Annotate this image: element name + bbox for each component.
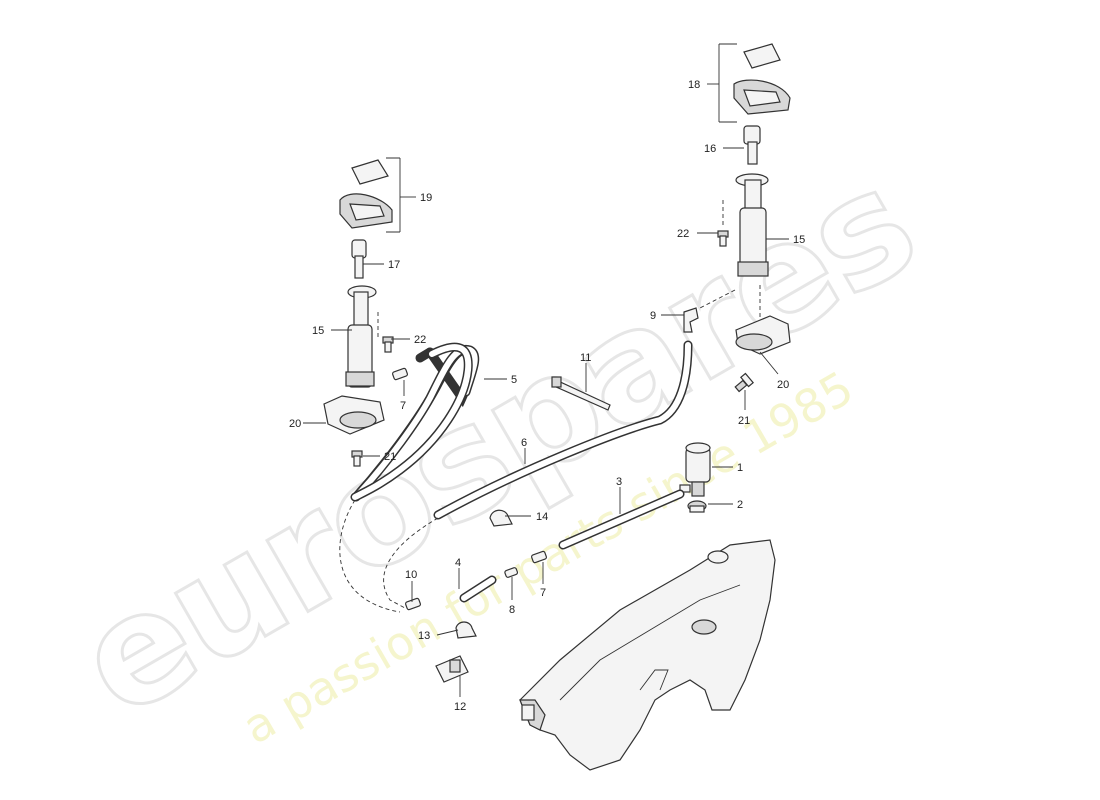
svg-text:eurospares: eurospares xyxy=(51,136,942,751)
bracket-20-right xyxy=(735,315,791,355)
callout-2: 2 xyxy=(737,499,743,511)
callout-17: 17 xyxy=(388,259,400,271)
callout-7-right: 7 xyxy=(540,587,546,599)
callout-1: 1 xyxy=(737,462,743,474)
nozzle-jet-16 xyxy=(743,125,761,165)
callout-10: 10 xyxy=(405,569,417,581)
screw-21-right xyxy=(734,372,755,393)
nozzle-jet-17 xyxy=(351,239,367,279)
hose-3 xyxy=(558,489,685,550)
leader-lines xyxy=(303,43,789,697)
hose-6 xyxy=(433,340,693,520)
callout-13: 13 xyxy=(418,630,430,642)
watermark-logo: eurospares xyxy=(50,135,944,753)
callout-8: 8 xyxy=(509,604,515,616)
screw-22-right xyxy=(717,230,729,247)
washer-reservoir xyxy=(519,539,776,771)
callout-20-right: 20 xyxy=(777,379,789,391)
pump-grommet xyxy=(687,500,707,513)
telescope-cylinder-left xyxy=(345,285,377,388)
callout-22-left: 22 xyxy=(414,334,426,346)
callout-12: 12 xyxy=(454,701,466,713)
telescope-cylinder-right xyxy=(735,173,769,277)
callout-20-left: 20 xyxy=(289,418,301,430)
callout-7-left: 7 xyxy=(400,400,406,412)
connector-9 xyxy=(683,307,699,333)
callout-16: 16 xyxy=(704,143,716,155)
callout-6: 6 xyxy=(521,437,527,449)
callout-4: 4 xyxy=(455,557,461,569)
callout-3: 3 xyxy=(616,476,622,488)
connector-8 xyxy=(504,567,519,578)
callout-21-right: 21 xyxy=(738,415,750,427)
clip-14 xyxy=(489,509,513,527)
callout-labels: 1 2 3 4 5 6 7 7 8 9 10 11 12 13 14 15 15… xyxy=(289,79,805,713)
callout-11: 11 xyxy=(580,352,591,364)
connector-7-left xyxy=(392,367,408,381)
callout-19: 19 xyxy=(420,192,432,204)
clip-13 xyxy=(455,621,477,639)
hose-4 xyxy=(459,575,497,603)
callout-5: 5 xyxy=(511,374,517,386)
bracket-12 xyxy=(435,655,469,683)
bracket-20-left xyxy=(323,395,385,435)
nozzle-cover-right xyxy=(733,43,791,115)
screw-22-left xyxy=(382,336,394,353)
callout-22-right: 22 xyxy=(677,228,689,240)
callout-21-left: 21 xyxy=(384,451,396,463)
callout-15-right: 15 xyxy=(793,234,805,246)
connector-7-right xyxy=(531,550,547,564)
cable-tie-11 xyxy=(551,376,611,411)
callout-14: 14 xyxy=(536,511,548,523)
callout-15-left: 15 xyxy=(312,325,324,337)
washer-pump xyxy=(679,442,711,497)
screw-21-left xyxy=(351,450,363,467)
callout-9: 9 xyxy=(650,310,656,322)
nozzle-cover-left xyxy=(339,159,393,229)
hose-5-lower xyxy=(350,342,473,502)
callout-18: 18 xyxy=(688,79,700,91)
